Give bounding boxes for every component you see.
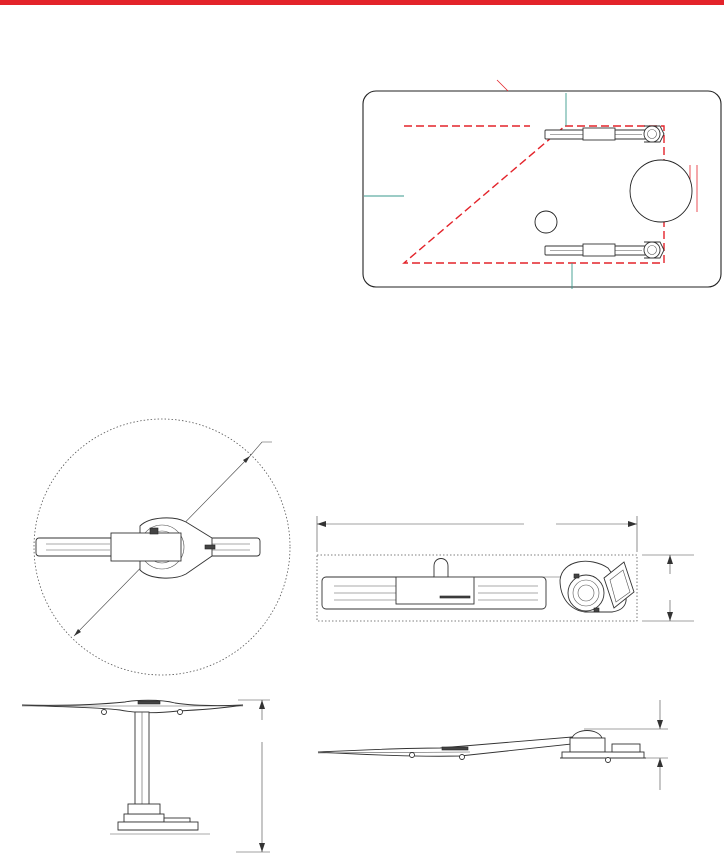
- antenna-unit-lower: [544, 241, 665, 259]
- roof-outline: [362, 90, 722, 288]
- pedestal-height-arrow-bottom: [259, 843, 265, 852]
- install-boundary-dashed: [402, 125, 665, 264]
- accent-bar: [0, 0, 724, 5]
- flat-mount-arm: [317, 736, 573, 757]
- width-arrow-right: [628, 521, 637, 527]
- flat-mount-dome: [571, 730, 603, 739]
- pedestal-side-view: [21, 699, 270, 853]
- diameter-leader: [249, 441, 272, 457]
- flat-height-arrow-bottom: [657, 758, 663, 767]
- width-arrow-left: [317, 521, 326, 527]
- vent-circle-large: [629, 159, 693, 223]
- height-arrow-bottom: [667, 612, 673, 621]
- flat-mount-side-view: [317, 700, 668, 790]
- antenna-unit-upper: [544, 125, 665, 143]
- footprint-box-dotted: [316, 554, 638, 622]
- diameter-arrowhead-top: [243, 456, 250, 463]
- antenna-top-in-circle: [35, 517, 261, 579]
- diameter-arrowhead-bottom: [74, 629, 81, 636]
- footprint-top-view: [316, 516, 694, 622]
- vent-circle-small: [534, 210, 558, 234]
- leader-line-top-red: [496, 79, 509, 92]
- pedestal-base: [123, 813, 165, 823]
- sweep-circle-dotted: [33, 418, 291, 676]
- pedestal-height-arrow-top: [259, 700, 265, 709]
- pedestal-dish: [21, 699, 244, 714]
- height-arrow-top: [667, 555, 673, 564]
- antenna-footprint-detail: [321, 558, 635, 613]
- flat-height-arrow-top: [657, 720, 663, 729]
- installation-plan-view: [362, 79, 722, 289]
- sweep-circle-top-view: [33, 418, 291, 676]
